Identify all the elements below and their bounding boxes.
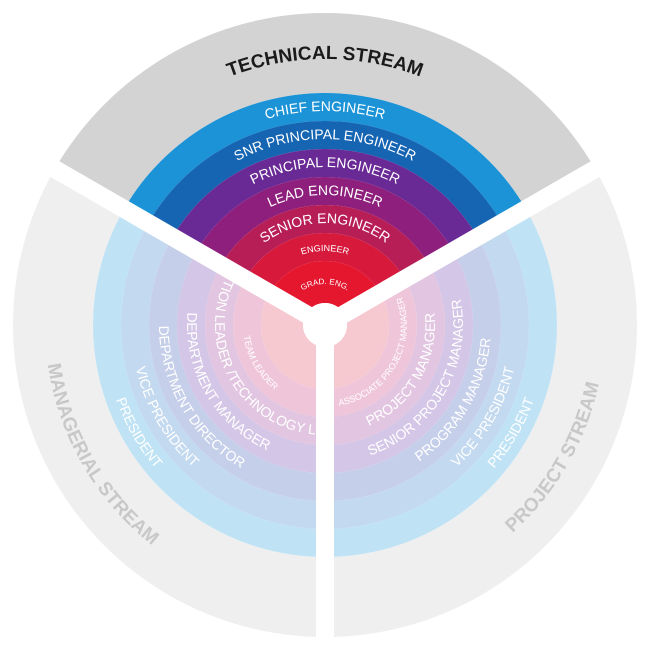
- managerial-level-ring: [121, 223, 325, 529]
- center-hub: [303, 303, 347, 347]
- project-level-ring: [325, 265, 445, 445]
- technical-level-ring: [124, 93, 526, 223]
- level-rings: [93, 93, 557, 557]
- stream-bands: [12, 13, 637, 637]
- technical-stream-band: [54, 13, 596, 209]
- project-level-ring: [325, 209, 557, 557]
- project-level-ring: [325, 237, 501, 501]
- managerial-level-ring: [149, 237, 325, 501]
- stream-dividers: [41, 156, 609, 647]
- project-level-ring: [325, 279, 418, 417]
- managerial-level-ring: [261, 293, 325, 389]
- project-level-ring: [325, 251, 474, 473]
- technical-level-ring: [196, 177, 454, 265]
- managerial-level-ring: [205, 265, 325, 445]
- technical-level-ring: [245, 232, 405, 293]
- managerial-level-ring: [93, 209, 325, 557]
- technical-level-label: ENGINEER: [300, 243, 351, 257]
- project-stream-band: [325, 169, 637, 637]
- technical-level-ring: [172, 149, 478, 251]
- stream-divider: [320, 156, 609, 333]
- stream-divider: [41, 156, 330, 333]
- managerial-level-ring: [176, 251, 325, 473]
- project-level-ring: [325, 293, 390, 389]
- managerial-stream-band: [12, 169, 326, 637]
- project-level-ring: [325, 223, 529, 529]
- technical-level-ring: [148, 121, 502, 237]
- managerial-level-ring: [232, 279, 325, 417]
- technical-level-ring: [221, 205, 429, 279]
